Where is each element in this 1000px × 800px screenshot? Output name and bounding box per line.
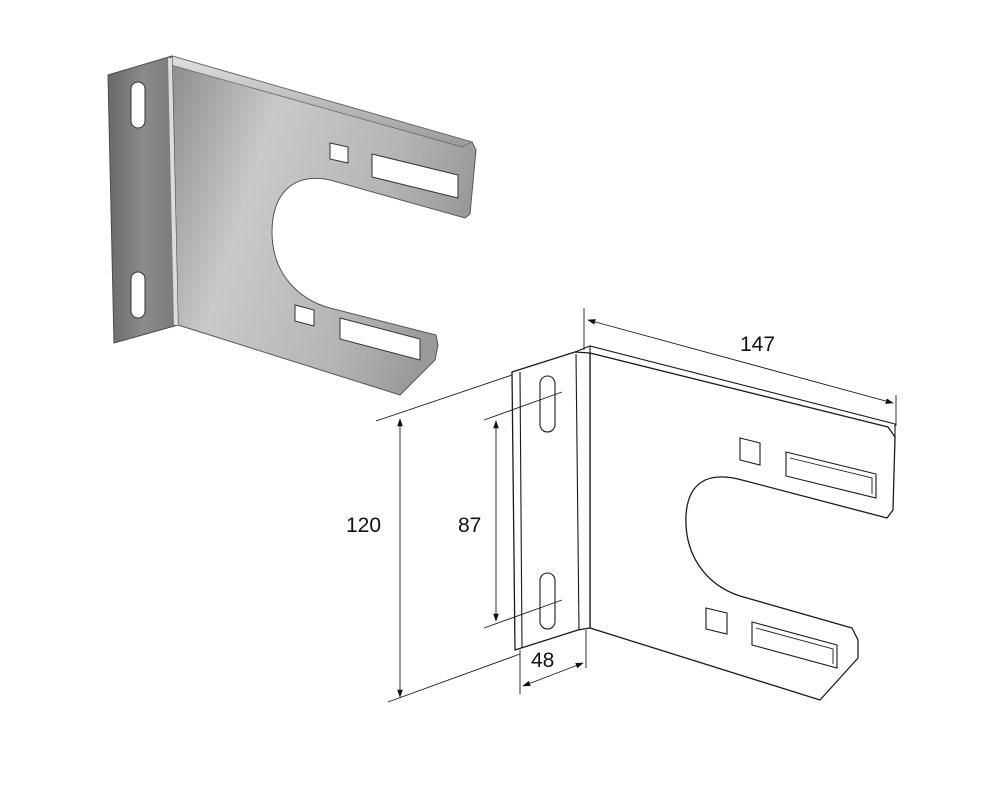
shaded-square-hole-top	[329, 142, 349, 164]
drawing-flange-slot-top	[539, 375, 556, 433]
shaded-flange-slot-bottom	[130, 271, 146, 319]
shaded-long-slot-top	[371, 153, 459, 199]
shaded-bracket-main-plate	[171, 55, 477, 396]
drawing-square-hole-top	[739, 437, 761, 466]
drawing-flange-thickness	[519, 371, 523, 649]
drawing-long-slot-bottom-inner	[755, 627, 834, 664]
dimension-label-flange-width: 48	[531, 649, 554, 672]
dim-48-line	[522, 662, 584, 687]
drawing-long-slot-top-inner	[789, 457, 873, 494]
drawing-long-slot-bottom	[751, 621, 838, 669]
drawing-main-plate	[589, 352, 896, 701]
shaded-square-hole-bottom	[294, 304, 315, 327]
shaded-long-slot-bottom	[339, 317, 421, 361]
dimension-label-height: 120	[346, 514, 381, 537]
drawing-bend-line	[575, 353, 580, 631]
dim-120-ext-top	[375, 374, 513, 422]
shaded-flange-slot-top	[130, 81, 146, 129]
drawing-square-hole-bottom	[705, 607, 728, 635]
drawing-flange	[511, 351, 591, 651]
line-drawing-bracket	[511, 345, 896, 701]
dim-87-ext-top	[483, 391, 563, 421]
drawing-long-slot-top	[785, 451, 877, 499]
dimension-label-slot-spacing: 87	[458, 514, 481, 537]
dimension-lines	[375, 308, 897, 703]
shaded-bracket	[107, 55, 477, 396]
shaded-bracket-flange	[107, 55, 179, 344]
drawing-flange-slot-bottom	[539, 572, 556, 630]
dim-87-ext-bottom	[483, 599, 563, 629]
dimension-label-length: 147	[740, 333, 775, 356]
dim-147-line	[587, 319, 894, 404]
shaded-bracket-bend	[168, 57, 178, 326]
dim-120-ext-bottom	[387, 653, 521, 703]
